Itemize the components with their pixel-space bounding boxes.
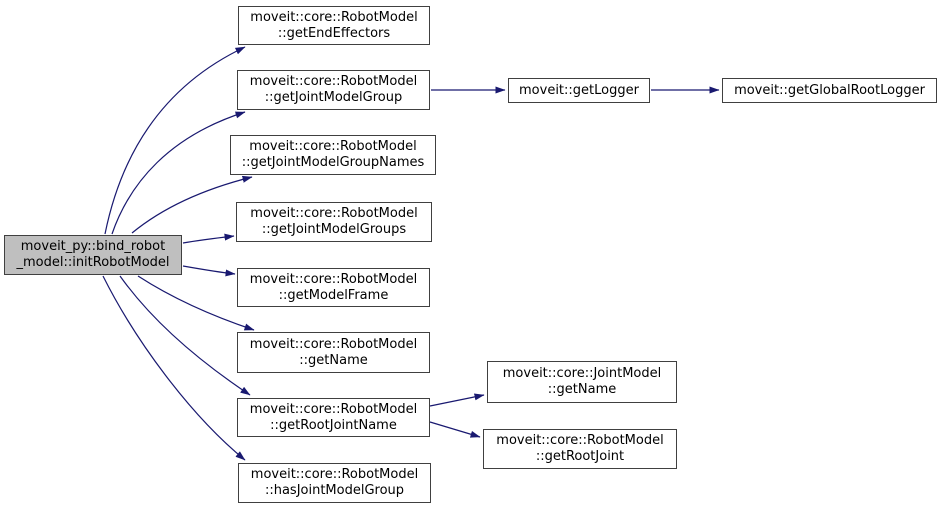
node-label-line2: ::getName <box>299 352 368 368</box>
node-label-line1: moveit::core::RobotModel <box>496 433 664 448</box>
node-getName[interactable]: moveit::core::RobotModel ::getName <box>237 332 430 373</box>
node-label-line2: ::getJointModelGroups <box>261 222 407 237</box>
edge-getRootJointName-getRootJoint <box>429 421 481 438</box>
node-label-line1: moveit::core::JointModel <box>502 366 662 381</box>
edge-getRootJointName-jointModelGetName <box>429 393 485 407</box>
node-getGlobalRootLogger[interactable]: moveit::getGlobalRootLogger <box>722 78 937 103</box>
node-label-line2: _model::initRobotModel <box>16 255 170 270</box>
node-label-line1: moveit::core::RobotModel <box>250 467 419 482</box>
node-label-line2: ::getRootJoint <box>535 449 625 464</box>
node-label-line2: ::getEndEffectors <box>277 25 391 41</box>
node-label-line2: ::getJointModelGroupNames <box>241 155 425 170</box>
node-label-line2: ::getName <box>547 382 617 397</box>
node-label-line1: moveit::core::RobotModel <box>250 206 418 221</box>
edge-initRobotModel-getModelFrame <box>182 265 236 277</box>
node-getJointModelGroup[interactable]: moveit::core::RobotModel ::getJointModel… <box>237 70 430 110</box>
edge-initRobotModel-getJointModelGroupNames <box>131 175 253 234</box>
edge-initRobotModel-hasJointModelGroup <box>102 275 246 461</box>
node-label-line1: moveit::core::RobotModel <box>249 139 417 154</box>
edge-initRobotModel-getJointModelGroups <box>182 233 235 244</box>
node-label-line1: moveit::core::RobotModel <box>249 401 418 417</box>
node-getModelFrame[interactable]: moveit::core::RobotModel ::getModelFrame <box>237 268 430 307</box>
node-getJointModelGroupNames[interactable]: moveit::core::RobotModel ::getJointModel… <box>230 135 436 175</box>
node-label-line1: moveit::core::RobotModel <box>250 9 418 25</box>
edge-initRobotModel-getJointModelGroup <box>111 111 246 235</box>
node-label-line1: moveit::core::RobotModel <box>249 336 418 352</box>
node-getJointModelGroups[interactable]: moveit::core::RobotModel ::getJointModel… <box>236 202 432 242</box>
node-hasJointModelGroup[interactable]: moveit::core::RobotModel ::hasJointModel… <box>238 463 431 503</box>
node-getRootJoint[interactable]: moveit::core::RobotModel ::getRootJoint <box>483 429 677 469</box>
node-label-line1: moveit::getLogger <box>519 82 639 98</box>
node-getRootJointName[interactable]: moveit::core::RobotModel ::getRootJointN… <box>237 398 430 437</box>
node-label-line2: ::getModelFrame <box>278 287 389 303</box>
node-label-line1: moveit::core::RobotModel <box>249 271 418 287</box>
node-label-line2: ::getJointModelGroup <box>264 90 403 105</box>
node-getEndEffectors[interactable]: moveit::core::RobotModel ::getEndEffecto… <box>238 6 430 45</box>
node-label-line1: moveit_py::bind_robot <box>20 239 166 254</box>
node-initRobotModel: moveit_py::bind_robot _model::initRobotM… <box>4 235 182 275</box>
edge-initRobotModel-getName <box>137 275 255 331</box>
node-label-line1: moveit::getGlobalRootLogger <box>734 82 925 98</box>
node-label-line2: ::hasJointModelGroup <box>264 483 405 498</box>
edge-initRobotModel-getEndEffectors <box>104 46 246 235</box>
node-getLogger[interactable]: moveit::getLogger <box>508 78 650 103</box>
node-label-line2: ::getRootJointName <box>270 417 397 433</box>
node-label-line1: moveit::core::RobotModel <box>249 74 418 89</box>
node-jointModel-getName[interactable]: moveit::core::JointModel ::getName <box>487 361 677 403</box>
edge-initRobotModel-getRootJointName <box>119 275 251 396</box>
